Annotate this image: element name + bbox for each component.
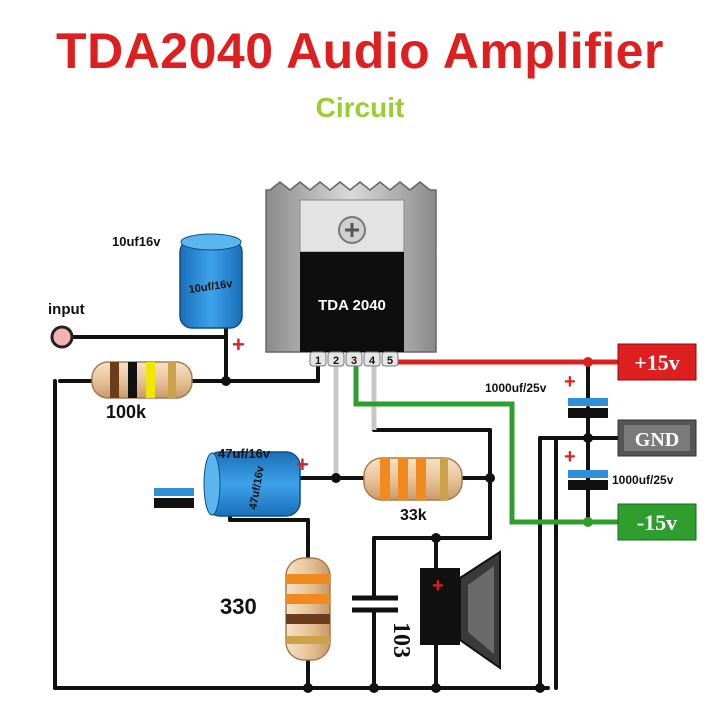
junction-dots bbox=[221, 376, 593, 693]
terminal-positive: +15v bbox=[617, 343, 697, 381]
speaker-icon: + bbox=[420, 550, 501, 670]
small-capacitor-piece bbox=[154, 488, 194, 508]
supply-capacitor-positive-label: 1000uf/25v bbox=[485, 381, 547, 395]
resistor-330: 330 bbox=[220, 557, 331, 661]
terminal-positive-label: +15v bbox=[634, 350, 680, 375]
wires bbox=[53, 318, 622, 690]
terminal-ground: GND bbox=[617, 419, 697, 457]
supply-capacitor-positive-plus: + bbox=[564, 371, 576, 393]
feedback-capacitor-label: 47uf/16v bbox=[218, 446, 271, 461]
pin-1-label: 1 bbox=[315, 355, 321, 367]
supply-capacitor-negative-plus: + bbox=[564, 446, 576, 468]
supply-capacitor-negative-label: 1000uf/25v bbox=[612, 473, 674, 487]
negative-rail bbox=[353, 366, 618, 525]
pin-2-label: 2 bbox=[333, 355, 339, 367]
page-subtitle: Circuit bbox=[315, 92, 405, 123]
terminal-negative: -15v bbox=[617, 503, 697, 541]
supply-capacitor-positive: + 1000uf/25v bbox=[485, 371, 608, 418]
speaker-plus: + bbox=[432, 575, 444, 597]
resistor-33k: 33k bbox=[363, 457, 463, 524]
neg-node bbox=[583, 517, 593, 527]
supply-capacitor-negative: + 1000uf/25v bbox=[564, 446, 674, 490]
pos-node bbox=[583, 357, 593, 367]
feedback-capacitor-plus: + bbox=[296, 452, 309, 477]
input-terminal: input bbox=[48, 301, 85, 349]
pin-wires bbox=[333, 366, 377, 478]
ic-pins: 1 2 3 4 5 bbox=[309, 351, 399, 367]
input-capacitor: 10uf/16v 10uf16v + bbox=[112, 233, 245, 357]
input-capacitor-plus: + bbox=[232, 332, 245, 357]
feedback-capacitor: 47uf/16v 47uf/16v + bbox=[203, 446, 309, 517]
resistor-330-label: 330 bbox=[220, 594, 257, 619]
input-label: input bbox=[48, 301, 85, 318]
resistor-100k-label: 100k bbox=[106, 402, 147, 422]
resistor-33k-label: 33k bbox=[400, 507, 427, 524]
pin-4-label: 4 bbox=[369, 355, 376, 367]
ic-label: TDA 2040 bbox=[318, 297, 386, 314]
input-capacitor-label: 10uf16v bbox=[112, 234, 161, 249]
capacitor-103: 103 bbox=[352, 595, 414, 658]
pin-3-label: 3 bbox=[351, 355, 357, 367]
terminal-ground-label: GND bbox=[635, 429, 679, 451]
terminal-negative-label: -15v bbox=[637, 510, 677, 535]
tda2040-ic: TDA 2040 1 2 3 4 5 bbox=[265, 181, 437, 367]
resistor-100k: 100k bbox=[91, 361, 193, 422]
pin-5-label: 5 bbox=[387, 355, 393, 367]
capacitor-103-label: 103 bbox=[388, 622, 414, 658]
page-title: TDA2040 Audio Amplifier bbox=[56, 23, 664, 79]
